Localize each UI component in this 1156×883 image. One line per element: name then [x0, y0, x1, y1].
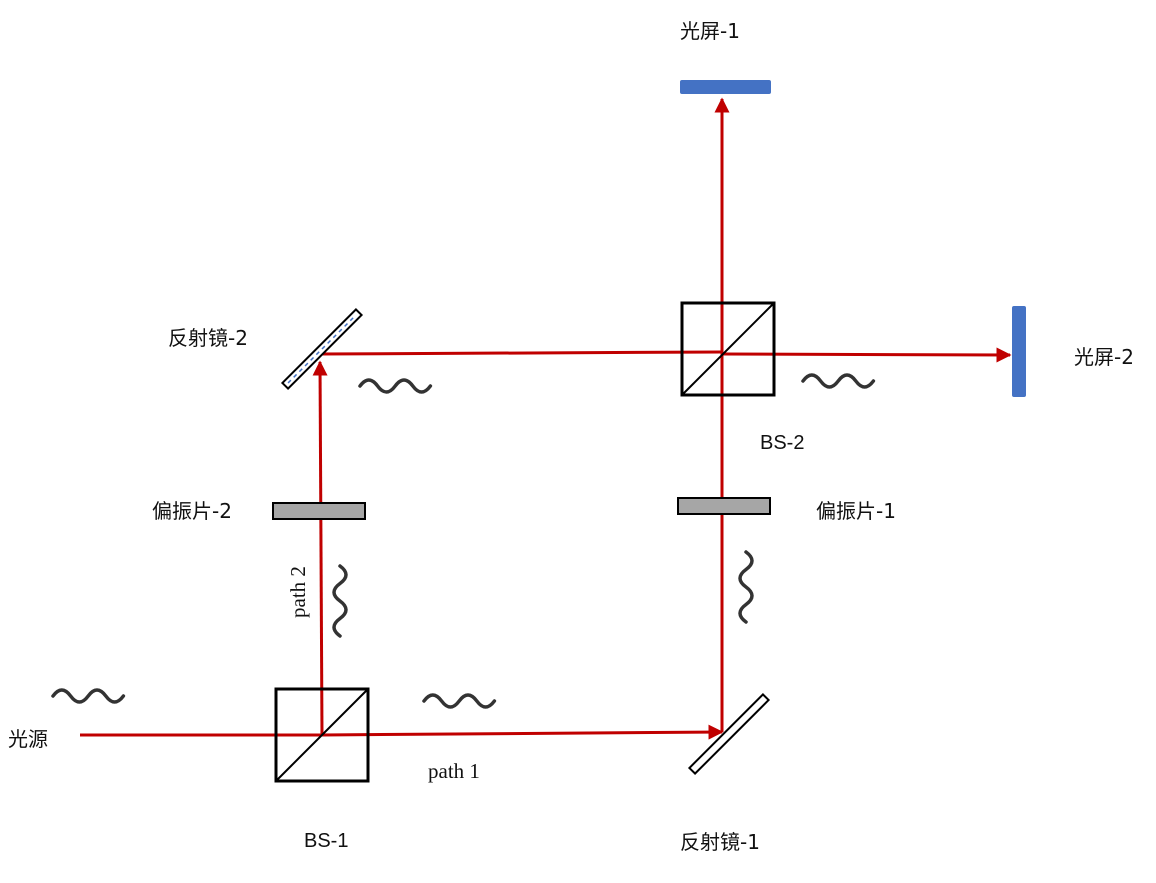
beam-mirror2-to-bs2: [319, 350, 723, 356]
wave-icon-mirror2: [358, 378, 433, 394]
beam-bs2-to-screen2: [721, 347, 1012, 363]
screen1-label: 光屏-1: [680, 19, 740, 43]
wave-icon-path-mirror1: [738, 550, 754, 624]
bs2-label: BS-2: [760, 432, 804, 454]
screen-2: [1012, 306, 1026, 397]
wave-icon-screen2: [801, 373, 876, 389]
screen-1: [680, 80, 771, 94]
beam-splitter-1: [274, 687, 370, 783]
bs1-label: BS-1: [304, 830, 348, 852]
wave-icon-path2: [332, 564, 348, 638]
source-label: 光源: [8, 727, 48, 751]
polarizer-1: [677, 497, 771, 515]
beam-splitter-2: [680, 301, 776, 397]
screen2-label: 光屏-2: [1074, 345, 1134, 369]
polarizer2-label: 偏振片-2: [152, 499, 232, 523]
mirror1-label: 反射镜-1: [680, 830, 760, 854]
mirror2-label: 反射镜-2: [168, 326, 248, 350]
path2-label: path 2: [286, 566, 310, 618]
polarizer1-label: 偏振片-1: [816, 499, 896, 523]
mirror-2: [280, 307, 364, 391]
beam-path2-to-mirror2: [312, 360, 328, 736]
polarizer-2: [272, 502, 366, 520]
wave-icon-source: [51, 688, 126, 704]
path1-label: path 1: [428, 759, 480, 783]
wave-icon-path1: [422, 693, 497, 709]
mirror-1: [687, 692, 771, 776]
beam-path1-to-mirror1: [321, 724, 724, 740]
